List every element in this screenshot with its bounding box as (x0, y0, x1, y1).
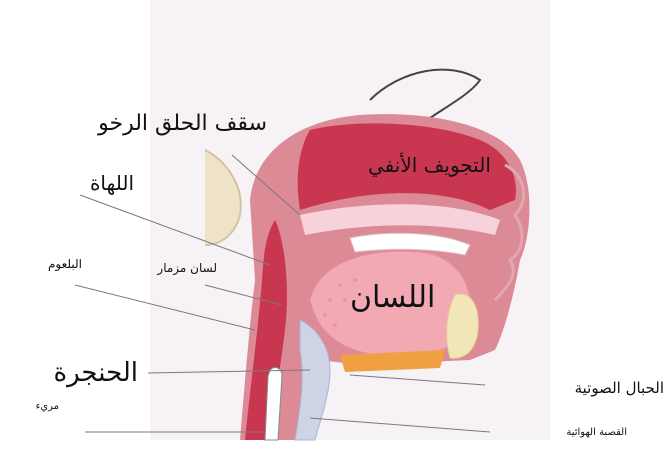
soft-palate-label: سقف الحلق الرخو (98, 113, 267, 135)
esophagus-label: مريء (36, 402, 59, 412)
epiglottis-label: لسان مزمار (157, 262, 217, 274)
nasal-cavity-label: التجويف الأنفي (368, 155, 491, 175)
tongue-label: اللسان (350, 283, 435, 313)
vocal-cords-label: الحبال الصوتية (575, 381, 664, 396)
uvula-label: اللهاة (90, 173, 134, 193)
trachea-label: القصبة الهوائية (566, 428, 627, 438)
pharynx-label: البلعوم (48, 258, 82, 270)
larynx-label: الحنجرة (53, 360, 138, 386)
